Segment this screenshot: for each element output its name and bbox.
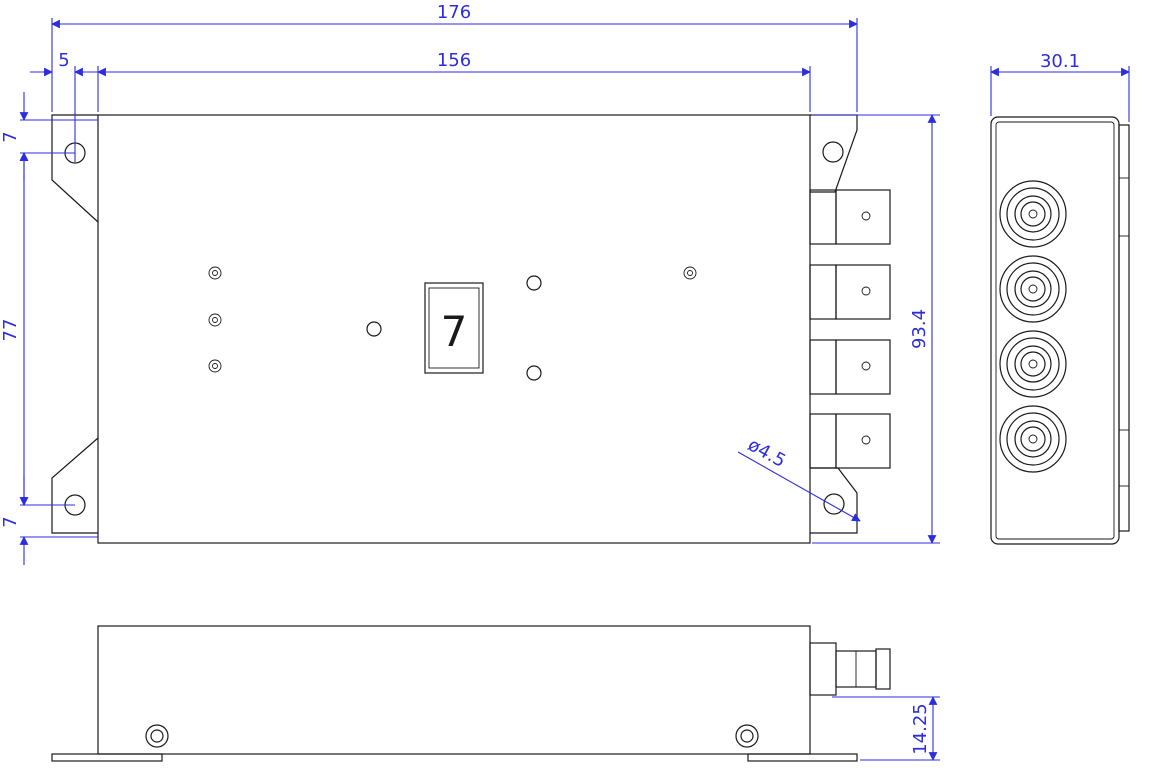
- bottom-fastener-right-inner: [741, 730, 753, 742]
- connector-3-body: [836, 340, 890, 394]
- dimension-connector-height-label: 14.25: [910, 703, 931, 755]
- bottom-flange-left: [52, 754, 162, 761]
- connector-2-body: [836, 265, 890, 319]
- dimension-hole-spacing-label: 77: [0, 319, 21, 342]
- connector-1-base: [810, 190, 836, 244]
- dimension-top-hole-offset-label: 7: [0, 131, 21, 142]
- side-view: [991, 117, 1129, 544]
- fastener-3-outer: [209, 360, 221, 372]
- bnc-connector-3: [1000, 331, 1066, 397]
- bottom-connector-base: [810, 643, 836, 695]
- dimension-hole-diameter-label: ø4.5: [744, 434, 789, 472]
- fastener-1-inner: [213, 271, 218, 276]
- bottom-fastener-right-outer: [736, 725, 758, 747]
- dimension-overall-width-label: 176: [437, 2, 471, 23]
- connector-4-body: [836, 414, 890, 468]
- fastener-1-outer: [209, 267, 221, 279]
- dimension-body-width-label: 156: [437, 50, 471, 71]
- dimension-hole-diameter-leader: [738, 452, 860, 521]
- connector-4-pin: [862, 436, 870, 444]
- connector-4-base: [810, 414, 836, 468]
- side-body-outer: [991, 117, 1119, 544]
- fastener-3-inner: [213, 364, 218, 369]
- fastener-2-inner: [213, 318, 218, 323]
- connector-2-base: [810, 265, 836, 319]
- bottom-fastener-left-outer: [146, 725, 168, 747]
- bnc-connector-1: [1000, 181, 1066, 247]
- fastener-4-outer: [684, 267, 696, 279]
- dimension-overall-height-label: 93.4: [909, 309, 930, 349]
- front-view: 7: [52, 115, 890, 543]
- bottom-view: [52, 626, 890, 761]
- hole-center-bottom: [527, 366, 541, 380]
- connector-1-pin: [862, 212, 870, 220]
- right-mounting-flange: [810, 115, 857, 192]
- connector-1-body: [836, 190, 890, 244]
- dimension-bottom-hole-offset-label: 7: [0, 516, 21, 527]
- bnc-connectors: [1000, 181, 1066, 472]
- mounting-hole-bottom-right: [824, 494, 844, 514]
- mounting-hole-top-right: [823, 142, 843, 162]
- dimension-depth-label: 30.1: [1040, 51, 1080, 72]
- fastener-2-outer: [209, 314, 221, 326]
- bottom-connector-tip: [876, 649, 890, 689]
- connector-2-pin: [862, 287, 870, 295]
- connector-3-pin: [862, 362, 870, 370]
- bnc-connector-2: [1000, 256, 1066, 322]
- hole-center-top: [527, 276, 541, 290]
- bottom-body: [98, 626, 810, 754]
- bnc-connector-4: [1000, 406, 1066, 472]
- panel-number: 7: [441, 307, 468, 356]
- connector-3-base: [810, 340, 836, 394]
- connector-row: [810, 190, 890, 468]
- side-flange-right: [1119, 125, 1129, 531]
- right-mounting-flange-lower: [810, 468, 857, 533]
- dimensions: 176 156 5 7 77 7 93.4 ø4.5 30.1: [0, 2, 1129, 760]
- left-mounting-flange-lower: [52, 438, 98, 533]
- bottom-fastener-left-inner: [151, 730, 163, 742]
- fastener-4-inner: [688, 271, 693, 276]
- dimension-mount-offset-label: 5: [58, 50, 69, 71]
- bottom-flange-right: [748, 754, 857, 761]
- hole-center-left: [367, 322, 381, 336]
- side-body-inner: [996, 122, 1114, 539]
